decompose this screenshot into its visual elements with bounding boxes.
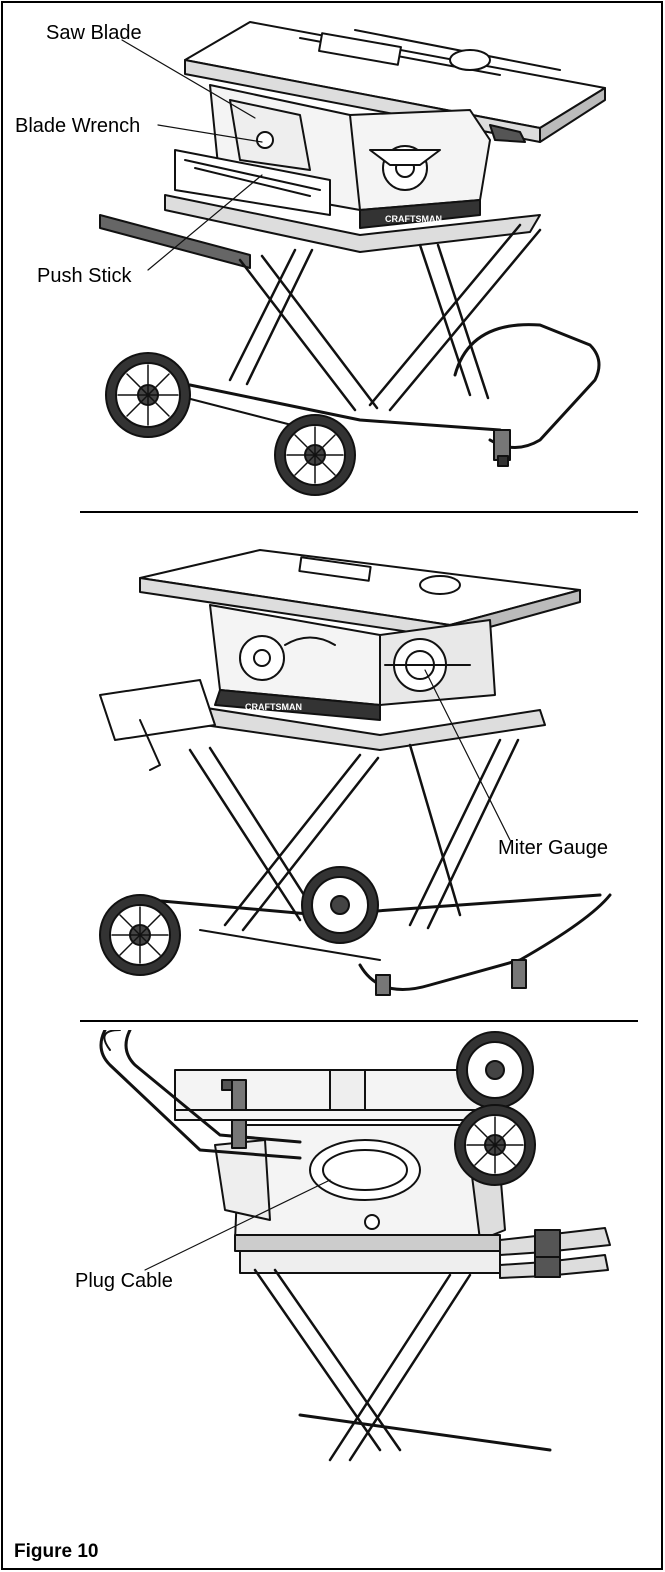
panel-middle: CRAFTSMAN — [0, 520, 665, 1015]
panel-bottom: Plug Cable — [0, 1030, 665, 1535]
callout-push-stick: Push Stick — [37, 265, 132, 287]
figure-caption: Figure 10 — [14, 1541, 99, 1562]
panel-divider — [80, 511, 638, 513]
brand-label-middle: CRAFTSMAN — [245, 702, 302, 712]
callout-plug-cable: Plug Cable — [75, 1270, 173, 1292]
table-saw-illustration-middle: CRAFTSMAN — [99, 549, 612, 996]
callout-blade-wrench: Blade Wrench — [15, 115, 141, 137]
brand-label-top: CRAFTSMAN — [385, 214, 442, 224]
table-saw-illustration-top: CRAFTSMAN — [99, 21, 606, 496]
table-saw-illustration-bottom — [99, 1030, 611, 1462]
callout-miter-gauge: Miter Gauge — [498, 837, 609, 859]
callout-saw-blade: Saw Blade — [46, 22, 142, 44]
panel-top: CRAFTSMAN — [0, 0, 665, 510]
panel-divider — [80, 1020, 638, 1022]
